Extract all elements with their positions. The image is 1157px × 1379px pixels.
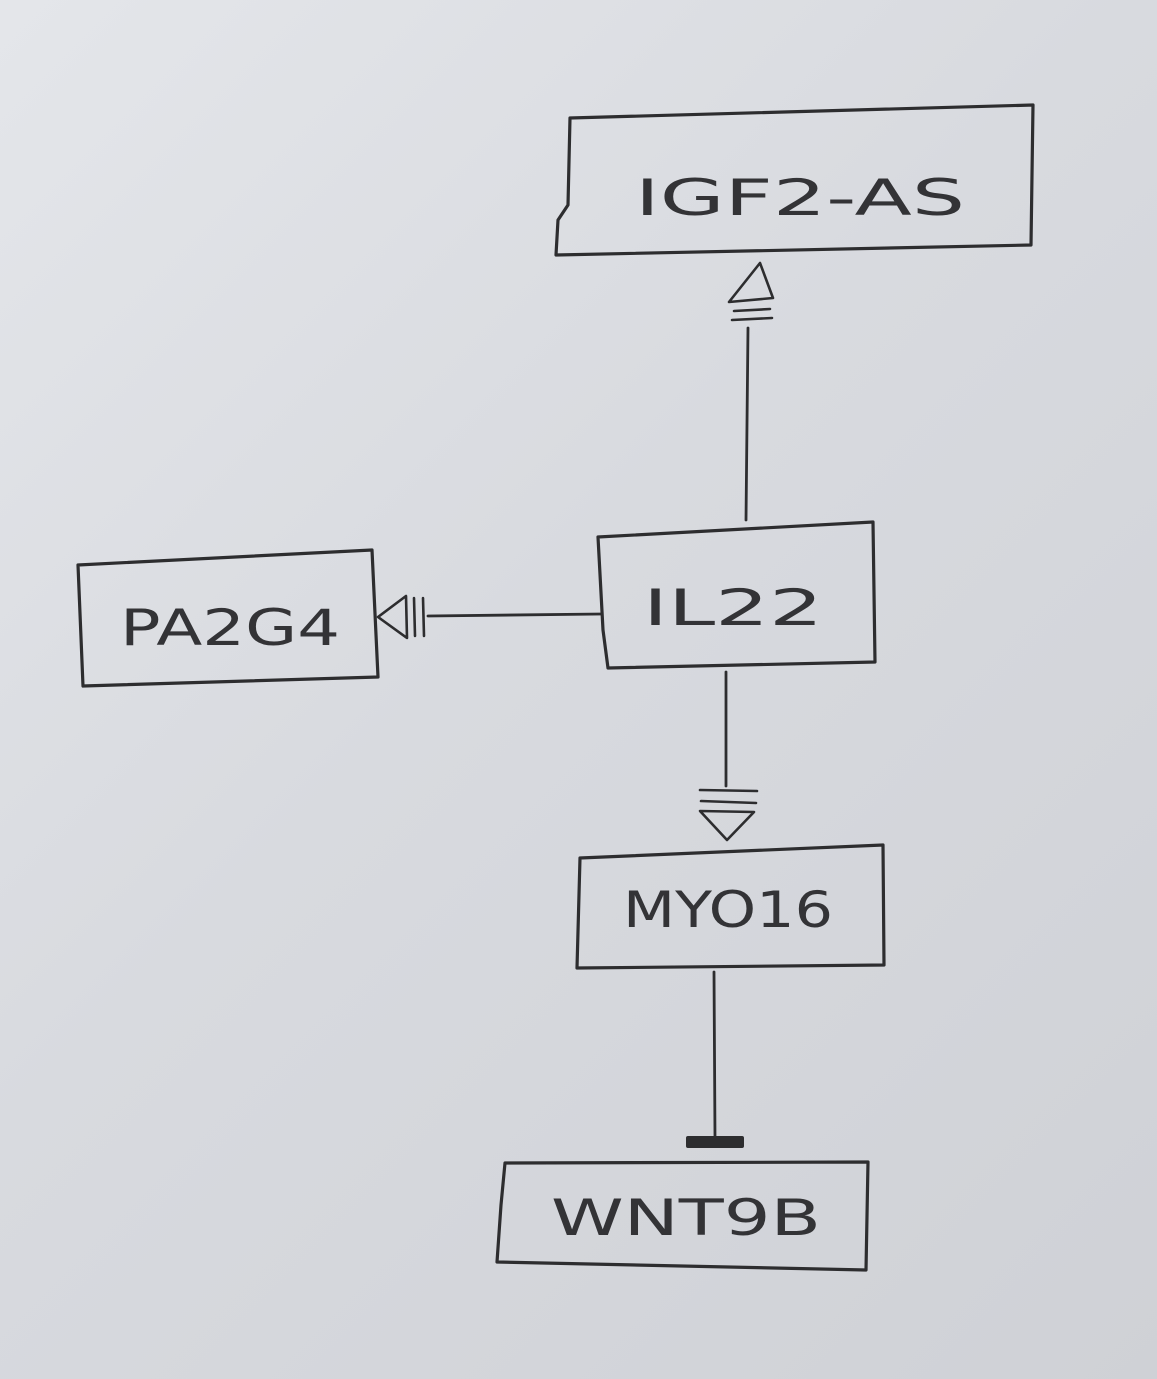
edge-il22-myo16-bar-1 (698, 788, 759, 793)
edge-il22-pa2g4 (376, 594, 604, 640)
node-pa2g4-label: PA2G4 (120, 599, 340, 657)
edge-il22-pa2g4-arrowhead (376, 594, 409, 640)
node-wnt9b-label: WNT9B (551, 1189, 821, 1247)
node-myo16: MYO16 (575, 843, 886, 970)
edge-il22-myo16 (698, 670, 759, 842)
edge-il22-igf2-as-bar-2 (732, 307, 772, 313)
edge-il22-igf2-as-bar-1 (730, 316, 774, 322)
edge-myo16-wnt9b (686, 970, 744, 1148)
edge-il22-igf2-as-line (744, 326, 750, 522)
node-igf2-as-label: IGF2-AS (635, 169, 965, 227)
edge-il22-pa2g4-bar-1 (412, 596, 417, 638)
edge-il22-pa2g4-bar-2 (421, 596, 426, 638)
node-il22: IL22 (596, 520, 877, 670)
node-pa2g4-box (76, 548, 380, 688)
edge-il22-igf2-as (727, 261, 775, 522)
node-igf2-as-box (554, 103, 1035, 257)
edge-il22-pa2g4-line (426, 612, 604, 618)
node-igf2-as: IGF2-AS (554, 103, 1035, 257)
edge-il22-myo16-bar-2 (699, 799, 758, 805)
node-wnt9b-box (495, 1160, 870, 1272)
node-pa2g4: PA2G4 (76, 548, 380, 688)
node-myo16-box (575, 843, 886, 970)
edge-myo16-wnt9b-line (712, 970, 717, 1140)
node-myo16-label: MYO16 (623, 881, 833, 939)
node-wnt9b: WNT9B (495, 1160, 870, 1272)
node-il22-label: IL22 (643, 579, 823, 637)
edge-il22-myo16-arrowhead (698, 809, 756, 842)
edge-myo16-wnt9b-bar (686, 1136, 744, 1148)
edge-il22-igf2-as-arrowhead (727, 261, 775, 304)
